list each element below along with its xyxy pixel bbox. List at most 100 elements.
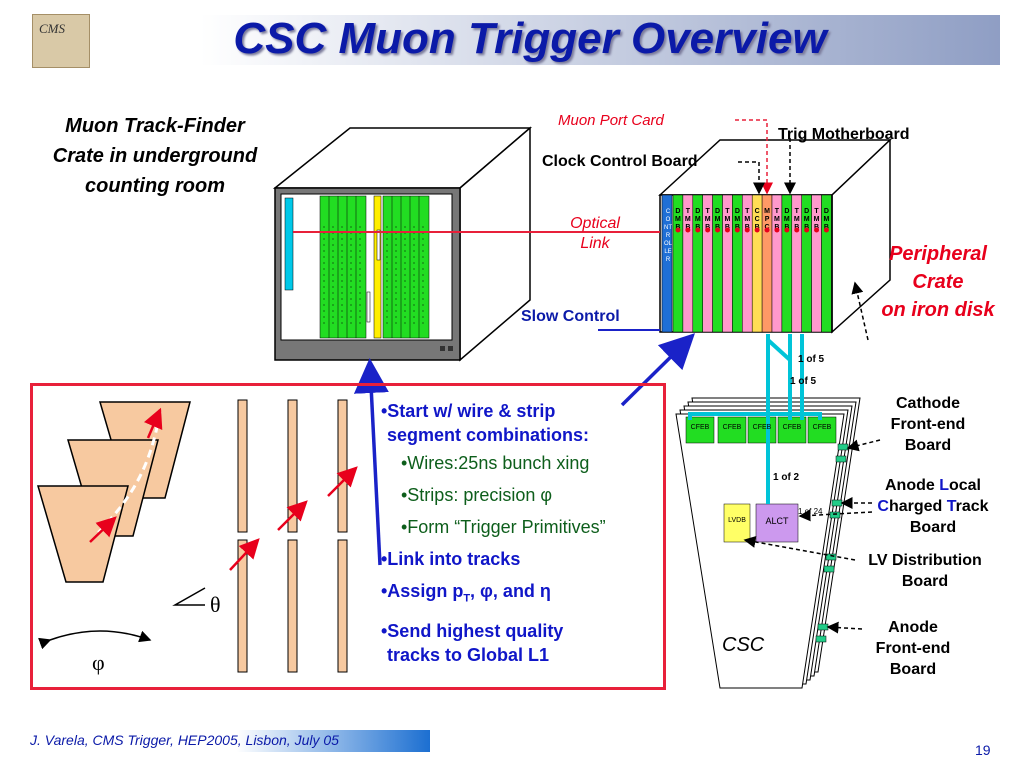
bullet-strips: •Strips: precision φ	[401, 485, 553, 505]
bullet-send-line2: tracks to Global L1	[387, 644, 550, 665]
title-bar-background	[0, 15, 1000, 65]
bullet-assign: •Assign pT, φ, and η	[381, 579, 661, 611]
bullet-send-line1: •Send highest quality	[381, 620, 564, 641]
peripheral-slot-label: M	[695, 216, 701, 223]
peripheral-slot-label: M	[814, 216, 820, 223]
peripheral-slot-led	[823, 227, 829, 233]
peripheral-slot-label: M	[784, 216, 790, 223]
lvdb-label: LVDB	[728, 517, 746, 524]
alct-line1-rest: ocal	[948, 477, 981, 494]
peripheral-crate: DMBTMBDMBTMBDMBTMBDMBTMBCCBMPCTMBDMBTMBD…	[658, 138, 892, 334]
peripheral-slot-label: C	[755, 216, 760, 223]
clock-control-board-label: Clock Control Board	[542, 153, 698, 170]
peripheral-slot-led	[794, 227, 800, 233]
peripheral-crate-line3: on iron disk	[881, 299, 995, 321]
alct-board-line3: Board	[909, 519, 957, 536]
peripheral-slot-led	[724, 227, 730, 233]
peripheral-slot-led	[764, 227, 770, 233]
bullet-trigger-primitives: •Form “Trigger Primitives”	[401, 517, 606, 537]
track-finder-label-line3: counting room	[85, 175, 225, 197]
anode-feb-label: Anode Front-end Board	[858, 617, 968, 680]
peripheral-slot-led	[734, 227, 740, 233]
peripheral-slot-led	[705, 227, 711, 233]
cathode-feb-label: Cathode Front-end Board	[868, 393, 988, 456]
alct-label: ALCT	[765, 516, 789, 526]
peripheral-slot-label: T	[745, 208, 750, 215]
peripheral-slot-label: M	[824, 216, 830, 223]
optical-link-line1: Optical	[570, 215, 620, 232]
track-finder-label-line1: Muon Track-Finder	[65, 115, 245, 137]
peripheral-slot-led	[804, 227, 810, 233]
peripheral-crate-line1: Peripheral	[889, 243, 987, 265]
peripheral-slot-led	[754, 227, 760, 233]
peripheral-arrow	[851, 281, 869, 341]
peripheral-slot-led	[784, 227, 790, 233]
alct-board-line1: Anode Local	[858, 475, 1008, 496]
peripheral-slot-led	[744, 227, 750, 233]
theta-symbol: θ	[210, 592, 221, 617]
cathode-feb-line1: Cathode	[896, 395, 960, 412]
peripheral-slot-label: M	[794, 216, 800, 223]
controller-label: CONTROLLER	[664, 209, 673, 263]
peripheral-slot-label: T	[725, 208, 730, 215]
alct-box	[755, 503, 799, 543]
peripheral-slot-label: M	[734, 216, 740, 223]
one-of-24-label: 1 of 24	[798, 507, 823, 516]
cyan-cables	[688, 334, 822, 504]
peripheral-slot-led	[774, 227, 780, 233]
cfeb-label-1: CFEB	[690, 424, 710, 431]
track-finder-label: Muon Track-Finder Crate in underground c…	[20, 111, 290, 201]
peripheral-slot-label: D	[675, 208, 680, 215]
link-tracks-arrow	[353, 358, 389, 566]
anode-feb-line3: Board	[889, 661, 937, 678]
alct-line1-prefix: Anode	[884, 477, 940, 494]
bullet-list: •Start w/ wire & strip segment combinati…	[381, 399, 661, 667]
peripheral-slot-label: M	[705, 216, 711, 223]
peripheral-slot-led	[675, 227, 681, 233]
tf-green-cards	[319, 195, 430, 339]
peripheral-slot-label: M	[764, 208, 770, 215]
alct-line1-hl: L	[939, 477, 949, 494]
peripheral-slot-led	[685, 227, 691, 233]
alct-line2-rest: rack	[955, 498, 989, 515]
bullet-wires: •Wires:25ns bunch xing	[401, 453, 590, 473]
cathode-feb-line2: Front-end	[890, 416, 966, 433]
bullet-assign-suffix: , φ, and η	[470, 581, 551, 601]
peripheral-slot	[821, 194, 832, 333]
peripheral-slot-label: T	[795, 208, 800, 215]
peripheral-slot-led	[715, 227, 721, 233]
page-number: 19	[975, 742, 991, 758]
cfeb-label-5: CFEB	[812, 424, 832, 431]
primitives-arrow	[620, 333, 695, 407]
slow-control-label: Slow Control	[521, 308, 620, 325]
peripheral-slot-label: T	[775, 208, 780, 215]
one-of-five-label-a: 1 of 5	[798, 354, 825, 365]
footer-text: J. Varela, CMS Trigger, HEP2005, Lisbon,…	[30, 732, 339, 748]
peripheral-crate-label: Peripheral Crate on iron disk	[858, 240, 1018, 324]
peripheral-crate-line2: Crate	[912, 271, 964, 293]
bullet-link-tracks: •Link into tracks	[381, 549, 521, 569]
peripheral-slot-label: D	[715, 208, 720, 215]
peripheral-slot-label: M	[725, 216, 731, 223]
peripheral-slot-label: D	[695, 208, 700, 215]
cms-logo-text: CMS	[39, 21, 65, 36]
slide-title: CSC Muon Trigger Overview	[233, 14, 827, 63]
cfeb-label-2: CFEB	[722, 424, 742, 431]
cfeb-label-4: CFEB	[782, 424, 802, 431]
alct-line2-hl2: T	[946, 498, 956, 515]
optical-link-line2: Link	[580, 235, 610, 252]
peripheral-slot-label: T	[706, 208, 711, 215]
peripheral-slot-label: D	[824, 208, 829, 215]
peripheral-slot-label: D	[784, 208, 789, 215]
alct-board-line2: Charged Track	[858, 496, 1008, 517]
peripheral-slot-label: M	[804, 216, 810, 223]
lv-dist-line2: Board	[901, 573, 949, 590]
peripheral-slot-led	[695, 227, 701, 233]
board-pointer-arrows	[743, 439, 881, 634]
track-finder-crate	[272, 126, 533, 362]
trigger-steps-panel	[30, 383, 666, 690]
one-of-five-label-b: 1 of 5	[790, 376, 817, 387]
cfeb-label-3: CFEB	[752, 424, 772, 431]
cms-logo: CMS	[32, 14, 90, 68]
